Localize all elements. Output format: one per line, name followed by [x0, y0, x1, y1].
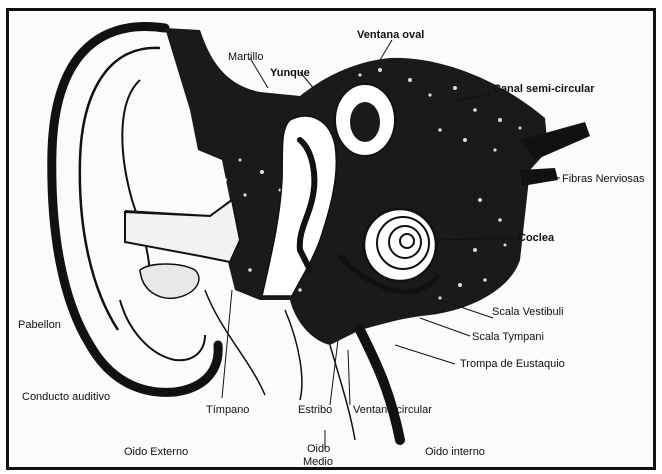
label-estribo: Estribo — [298, 404, 332, 416]
label-ventana-circular: Ventana circular — [353, 404, 432, 416]
label-timpano: Tímpano — [206, 404, 249, 416]
label-ventana-oval: Ventana oval — [357, 29, 424, 41]
tube-outline — [330, 345, 355, 440]
label-coclea: Coclea — [518, 232, 555, 244]
ear-canal-shape — [125, 200, 240, 262]
label-martillo: Martillo — [228, 51, 263, 63]
label-canal-semicircular: Canal semi-circular — [493, 83, 595, 95]
label-oido-medio-2: Medio — [303, 456, 333, 468]
concha-shape — [140, 264, 199, 298]
label-oido-interno: Oido interno — [425, 446, 485, 458]
label-pabellon: Pabellon — [18, 319, 61, 331]
label-yunque: Yunque — [270, 67, 310, 79]
eustachian-tube — [360, 330, 400, 440]
label-oido-medio-1: Oido — [307, 443, 330, 455]
label-fibras-nerviosas: Fibras Nerviosas — [562, 173, 645, 185]
label-scala-tympani: Scala Tympani — [472, 331, 544, 343]
cochlea-spiral — [364, 209, 436, 281]
label-scala-vestibuli: Scala Vestibuli — [492, 306, 564, 318]
label-oido-externo: Oido Externo — [124, 446, 188, 458]
label-conducto: Conducto auditivo — [22, 391, 110, 403]
antihelix — [122, 80, 150, 280]
label-trompa: Trompa de Eustaquio — [460, 358, 565, 370]
semicircular-canal-core — [350, 102, 380, 142]
lobe-curl — [120, 300, 205, 360]
temporal-bone — [125, 28, 548, 345]
